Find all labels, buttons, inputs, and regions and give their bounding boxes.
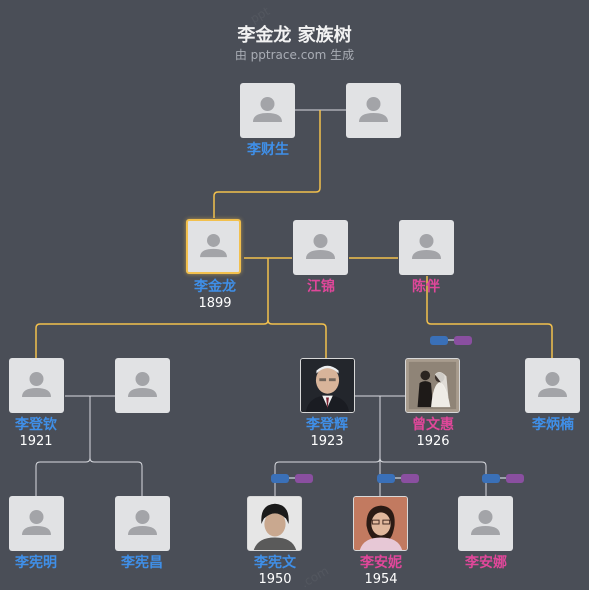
person-name[interactable]: 江锦 xyxy=(307,279,335,295)
person-card-spouse-unknown[interactable] xyxy=(115,358,170,413)
person-silhouette-icon xyxy=(128,510,157,535)
page-subtitle: 由 pptrace.com 生成 xyxy=(234,48,355,62)
person-card-li-dengqin[interactable] xyxy=(9,358,64,413)
portrait-photo-icon xyxy=(354,497,407,550)
portrait-photo-icon xyxy=(301,359,354,412)
person-name[interactable]: 李登辉 xyxy=(306,417,348,433)
person-card-li-denghui[interactable] xyxy=(300,358,355,413)
blue-marker xyxy=(377,474,395,483)
wedding-photo-icon xyxy=(406,359,459,412)
person-silhouette-icon xyxy=(538,372,567,397)
portrait-photo-icon xyxy=(248,497,301,550)
person-card-jiang-jin[interactable] xyxy=(293,220,348,275)
person-name[interactable]: 李财生 xyxy=(247,142,289,158)
person-name[interactable]: 李宪明 xyxy=(15,555,57,571)
person-name[interactable]: 李金龙 xyxy=(194,279,236,295)
person-name[interactable]: 李宪文 xyxy=(254,555,296,571)
person-silhouette-icon xyxy=(200,233,227,258)
person-silhouette-icon xyxy=(471,510,500,535)
person-card-zeng-wenhui[interactable] xyxy=(405,358,460,413)
purple-marker xyxy=(506,474,524,483)
marker-link xyxy=(395,477,401,479)
person-name[interactable]: 李安娜 xyxy=(465,555,507,571)
blue-marker xyxy=(482,474,500,483)
person-birth-year: 1926 xyxy=(416,434,450,449)
blue-marker xyxy=(271,474,289,483)
marker-link xyxy=(500,477,506,479)
person-card-li-anni[interactable] xyxy=(353,496,408,551)
person-silhouette-icon xyxy=(22,510,51,535)
blue-marker xyxy=(430,336,448,345)
person-card-li-xianchang[interactable] xyxy=(115,496,170,551)
page-title: 李金龙 家族树 xyxy=(237,25,352,46)
person-birth-year: 1899 xyxy=(198,296,232,311)
person-card-li-caisheng[interactable] xyxy=(240,83,295,138)
person-name[interactable]: 陈伴 xyxy=(412,279,440,295)
person-silhouette-icon xyxy=(359,97,388,122)
person-name[interactable]: 李宪昌 xyxy=(121,555,163,571)
person-silhouette-icon xyxy=(22,372,51,397)
person-card-li-bingnan[interactable] xyxy=(525,358,580,413)
person-card-spouse-unknown[interactable] xyxy=(346,83,401,138)
person-silhouette-icon xyxy=(253,97,282,122)
person-name[interactable]: 李炳楠 xyxy=(532,417,574,433)
person-birth-year: 1954 xyxy=(364,572,398,587)
person-silhouette-icon xyxy=(306,234,335,259)
person-silhouette-icon xyxy=(412,234,441,259)
person-silhouette-icon xyxy=(128,372,157,397)
person-birth-year: 1921 xyxy=(19,434,53,449)
person-card-li-jinlong[interactable] xyxy=(186,219,241,274)
person-name[interactable]: 李安妮 xyxy=(360,555,402,571)
purple-marker xyxy=(295,474,313,483)
person-card-li-anna[interactable] xyxy=(458,496,513,551)
person-card-li-xianming[interactable] xyxy=(9,496,64,551)
marker-link xyxy=(448,339,454,341)
purple-marker xyxy=(454,336,472,345)
person-card-li-xianwen[interactable] xyxy=(247,496,302,551)
person-name[interactable]: 曾文惠 xyxy=(412,417,454,433)
purple-marker xyxy=(401,474,419,483)
person-birth-year: 1950 xyxy=(258,572,292,587)
person-card-chen-ban[interactable] xyxy=(399,220,454,275)
marker-link xyxy=(289,477,295,479)
person-birth-year: 1923 xyxy=(310,434,344,449)
person-name[interactable]: 李登钦 xyxy=(15,417,57,433)
